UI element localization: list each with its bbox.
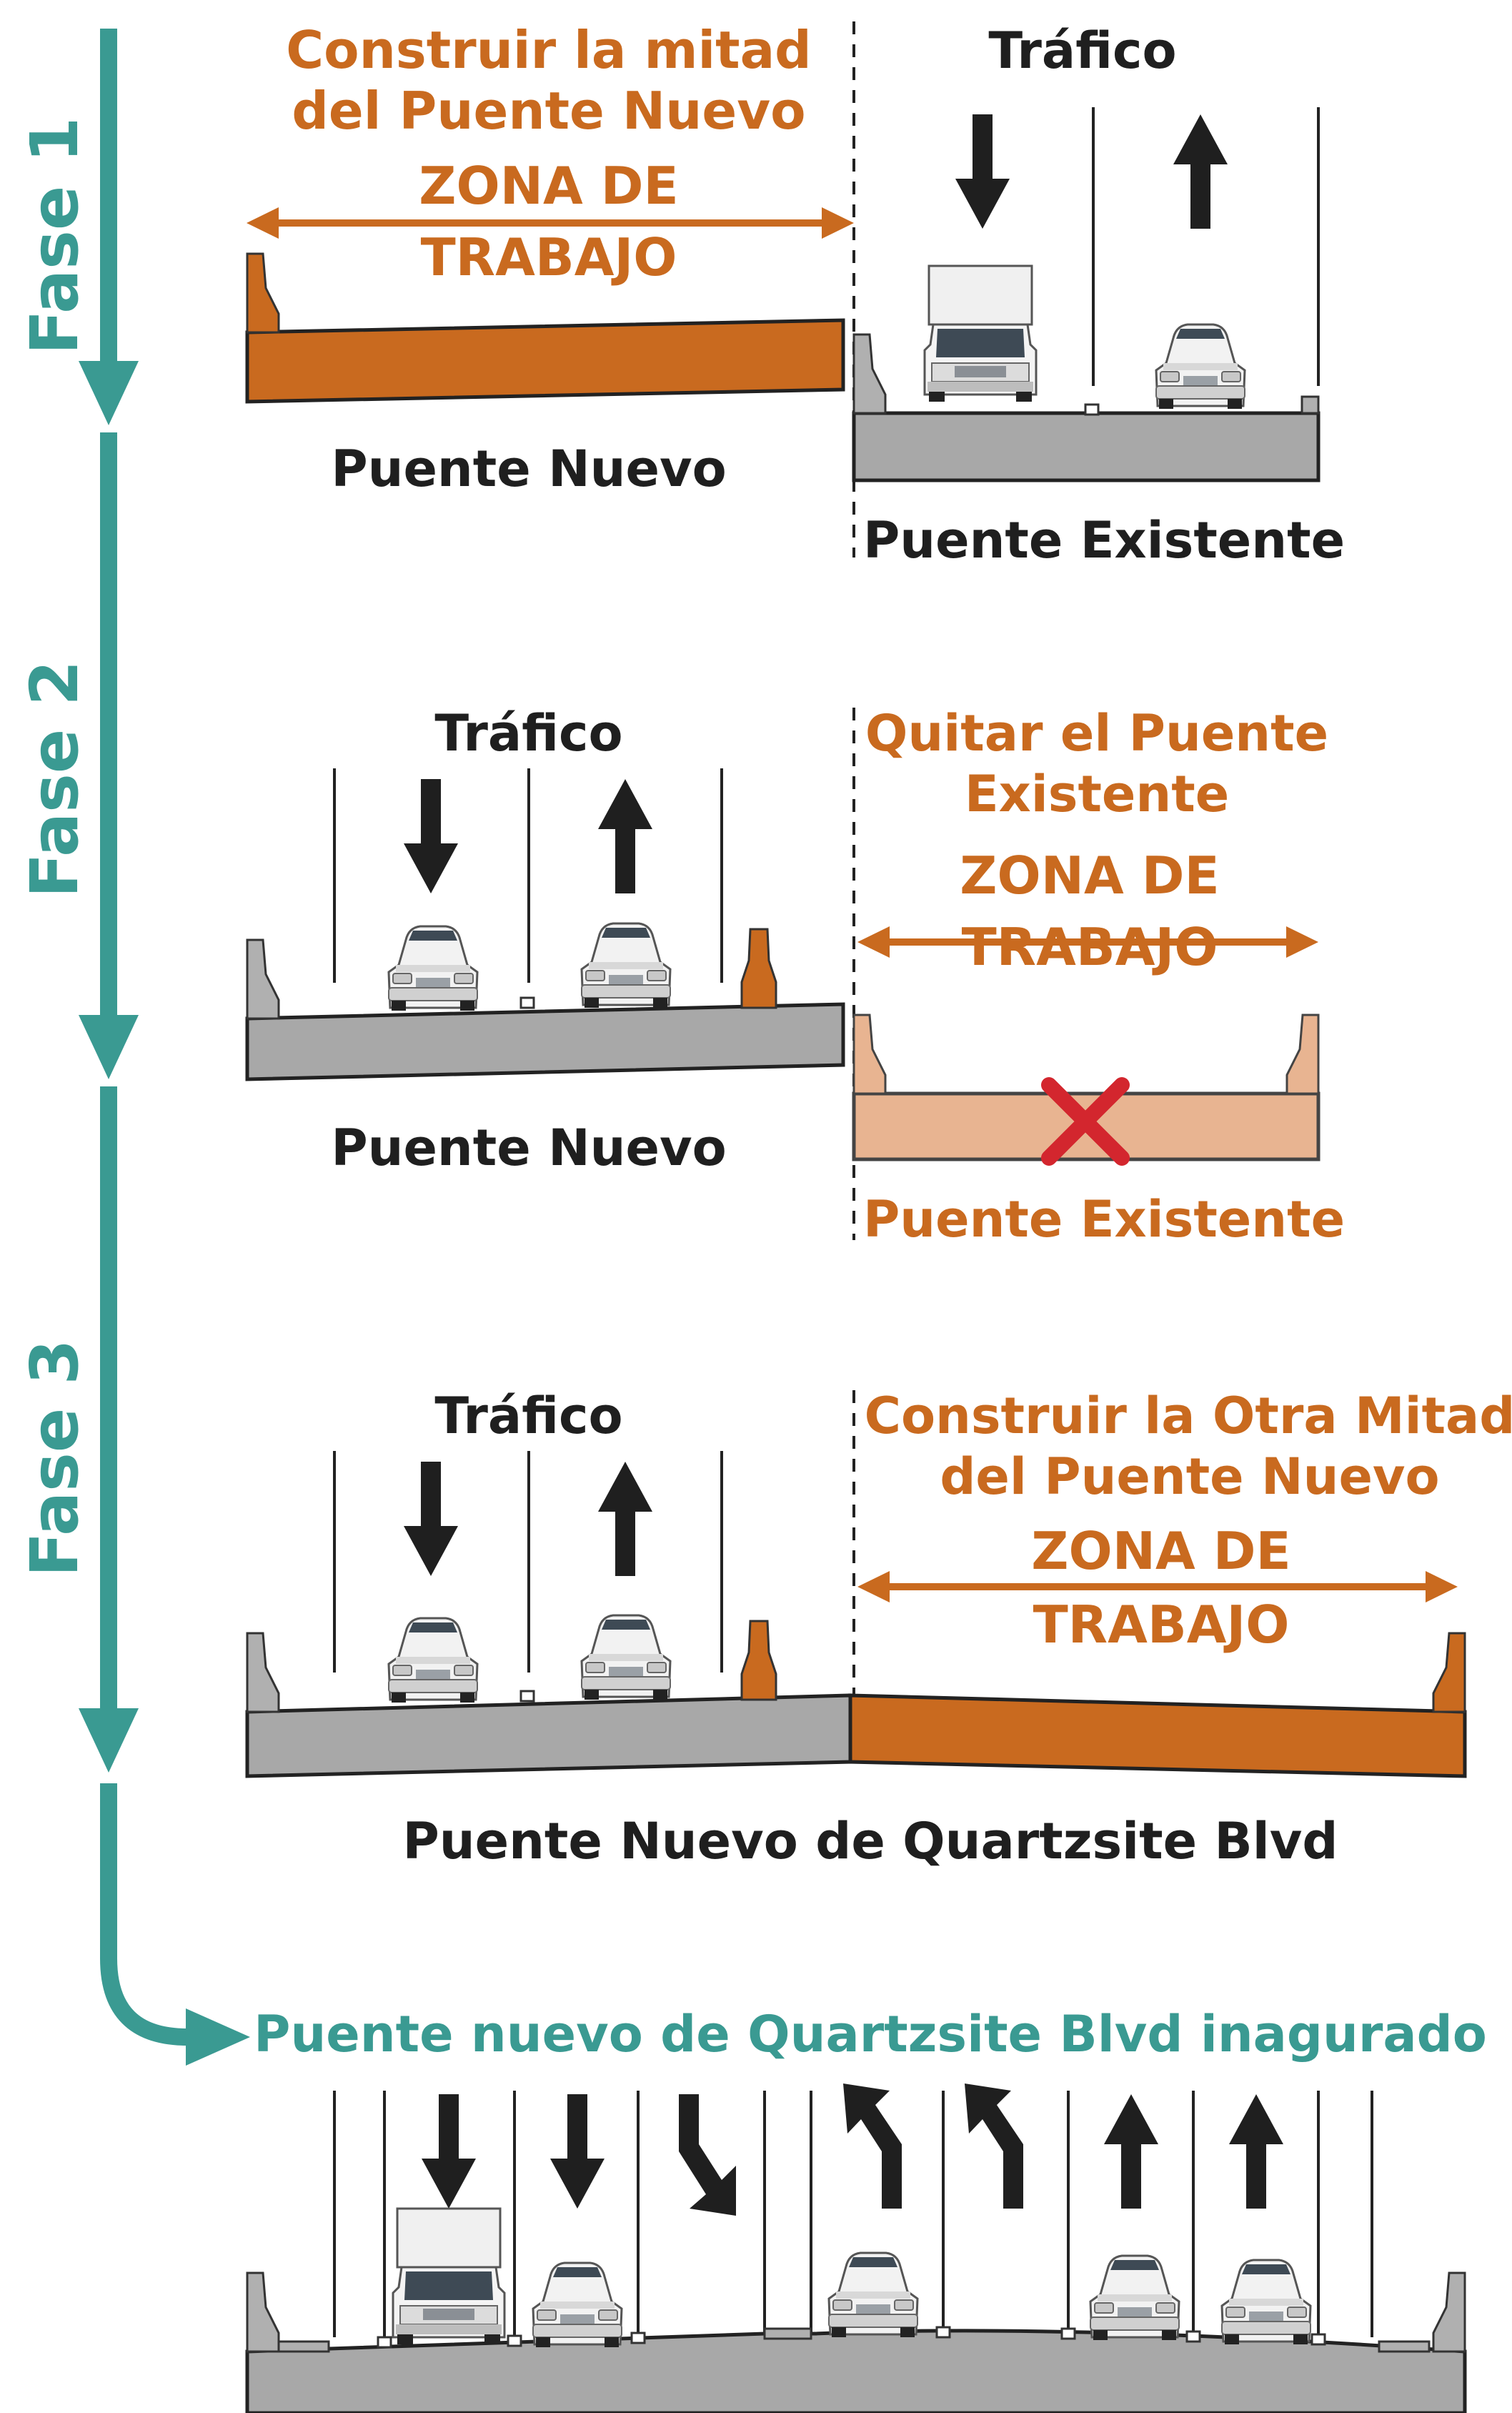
final-bridge-deck [245,2329,1467,2413]
phase2-tan-barrier-left [852,1014,887,1095]
phase2-arrow-head-icon [79,1015,139,1079]
car-icon [387,1617,479,1704]
phase2-tan-barrier-right [1285,1014,1320,1095]
phase2-gray-barrier [246,938,280,1020]
traffic-down-arrow-icon [422,2094,476,2209]
phase1-gray-barrier-right [1300,395,1320,415]
car-icon [580,922,672,1009]
lane-marker [377,2336,392,2349]
phase3-gray-deck-half [245,1693,852,1778]
final-arrow-head-icon [186,2008,250,2066]
phase1-work-title-line1: Construir la mitad [286,20,811,80]
phase3-orange-deck-half [848,1693,1467,1778]
turn-right-arrow-icon [679,2094,736,2216]
phase1-existing-bridge-label: Puente Existente [863,511,1345,570]
car-icon [1155,323,1246,410]
phase2-section: Tráfico Puente Nuevo Quitar el Puente Ex… [245,704,1345,1249]
phase3-label: Fase 3 [16,1339,93,1577]
car-icon [387,925,479,1012]
truck-icon [392,2207,506,2346]
phase2-arrow-shaft [100,432,117,1022]
lane-marker [935,2326,951,2339]
traffic-down-arrow-icon [404,1462,458,1576]
lane-marker [630,2332,646,2344]
traffic-up-arrow-icon [1229,2094,1283,2209]
phase2-new-bridge-label: Puente Nuevo [331,1119,726,1177]
lane-marker [1084,403,1100,416]
phase1-zone-line1: ZONA DE [419,156,678,216]
phase3-work-title-line1: Construir la Otra Mitad [865,1387,1512,1445]
phase3-traffic-label: Tráfico [434,1387,622,1445]
phase1-zone-line2: TRABAJO [421,227,677,287]
traffic-up-arrow-icon [598,779,652,893]
phase3-gray-barrier [246,1632,280,1713]
traffic-up-arrow-icon [1173,114,1228,229]
lane-marker [519,996,535,1009]
turn-left-arrow-icon [843,2083,902,2209]
final-section: Puente nuevo de Quartzsite Blvd inagurad… [245,2005,1487,2413]
phase-flow-arrows [79,29,250,2066]
phase3-zone-line2: TRABAJO [1033,1595,1290,1655]
phase2-label: Fase 2 [16,660,93,898]
phase2-zone-double-arrow-icon [857,926,1318,958]
phase2-existing-bridge-label: Puente Existente [863,1190,1345,1249]
phase1-zone-double-arrow-icon [247,207,854,239]
car-icon [532,2261,623,2349]
traffic-down-arrow-icon [955,114,1010,229]
turn-left-arrow-icon [965,2083,1023,2209]
phase2-remove-line1: Quitar el Puente [865,704,1328,763]
phase2-remove-line2: Existente [965,765,1229,823]
phase1-gray-barrier-left [852,333,887,415]
phase1-work-title-line2: del Puente Nuevo [292,81,805,141]
final-gray-barrier-right [1432,2271,1466,2353]
phase3-arrow-shaft [100,1086,117,1715]
phase2-zone-line2: TRABAJO [962,917,1218,977]
final-title: Puente nuevo de Quartzsite Blvd inagurad… [254,2005,1487,2063]
final-arrow-curve [100,1783,193,2046]
phase3-zone-line1: ZONA DE [1031,1521,1290,1581]
phase1-existing-bridge-deck [852,411,1320,482]
phase1-arrow-head-icon [79,361,139,425]
phase1-section: Construir la mitad del Puente Nuevo ZONA… [245,20,1345,570]
phase1-arrow-shaft [100,29,117,365]
lane-marker [1310,2333,1326,2346]
car-icon [1220,2259,1312,2346]
phase2-orange-barrier [740,928,777,1009]
phase1-new-bridge-label: Puente Nuevo [331,440,726,498]
final-gray-barrier-left [246,2271,280,2353]
remove-x-icon [1041,1077,1130,1166]
car-icon [827,2251,919,2339]
phase3-bridge-name: Puente Nuevo de Quartzsite Blvd [402,1812,1338,1871]
sidewalk-right [1378,2340,1431,2353]
phase2-new-bridge-deck [245,1002,845,1081]
phase1-label: Fase 1 [16,117,93,355]
car-icon [1089,2254,1180,2342]
phase3-arrow-head-icon [79,1708,139,1773]
phase1-orange-barrier [246,252,280,334]
phase3-work-title-line2: del Puente Nuevo [940,1447,1439,1506]
sidewalk-left [277,2340,330,2353]
truck-icon [923,264,1038,403]
car-icon [580,1614,672,1701]
phase3-orange-barrier-right [1432,1632,1466,1713]
lane-marker [519,1690,535,1703]
phase2-zone-line1: ZONA DE [960,846,1219,906]
phase3-orange-barrier-mid [740,1620,777,1701]
traffic-up-arrow-icon [598,1462,652,1576]
traffic-down-arrow-icon [404,779,458,893]
median-island [763,2327,812,2340]
phase3-zone-double-arrow-icon [857,1571,1458,1602]
lane-marker [1060,2327,1076,2340]
phase1-traffic-label: Tráfico [988,21,1176,80]
phase2-traffic-label: Tráfico [434,704,622,763]
lane-marker [507,2334,522,2347]
phase1-new-bridge-deck [245,318,845,404]
traffic-up-arrow-icon [1104,2094,1158,2209]
lane-marker [1185,2330,1201,2343]
traffic-down-arrow-icon [550,2094,605,2209]
phase3-section: Tráfico Construir la Otra Mitad del Puen… [245,1387,1512,1871]
